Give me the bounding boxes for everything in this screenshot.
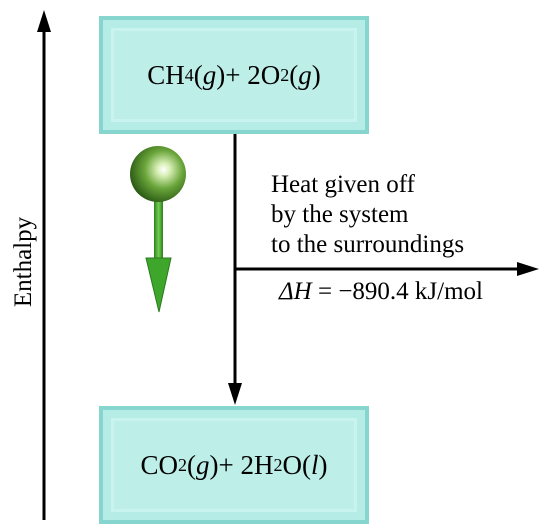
heat-text-line-1: Heat given off	[271, 171, 415, 198]
heat-text-line-3: to the surroundings	[271, 231, 465, 258]
falling-ball-icon	[130, 146, 186, 313]
heat-text-line-2: by the system	[271, 201, 409, 228]
reaction-arrow-head	[228, 383, 242, 405]
heat-arrow-head	[517, 262, 539, 276]
delta-h-label: ΔH = −890.4 kJ/mol	[279, 278, 483, 305]
enthalpy-axis-arrowhead	[37, 10, 51, 32]
enthalpy-axis-label: Enthalpy	[10, 216, 37, 308]
heat-description: Heat given off by the system to the surr…	[271, 170, 464, 260]
